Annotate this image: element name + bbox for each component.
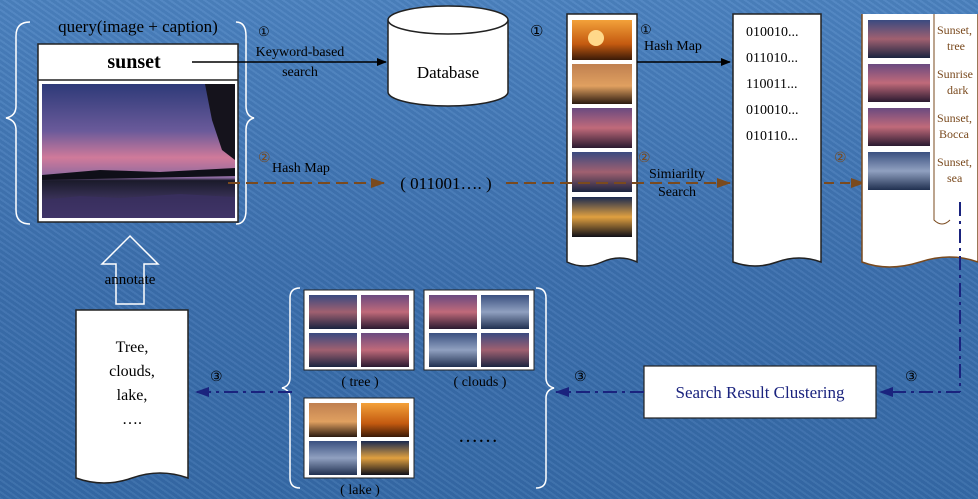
step3-marker-mid: ③	[574, 370, 587, 385]
database-cylinder: Database	[387, 5, 509, 107]
hash-code-2: 011010...	[746, 51, 798, 66]
step1-flow: Keyword-based search Database ①	[192, 5, 543, 107]
step1-hashmap-label: Hash Map	[644, 39, 702, 54]
result-thumb-3	[868, 108, 930, 146]
step3-flow: ③ Search Result Clustering ③	[555, 202, 961, 419]
cluster-clouds-label: ( clouds )	[454, 375, 507, 390]
step2-hashmap-label: Hash Map	[272, 161, 330, 176]
cluster-lake-label: ( lake )	[340, 483, 380, 498]
query-caption: sunset	[107, 51, 161, 73]
retrieved-image-strip	[566, 13, 638, 267]
step2-marker-left: ②	[258, 151, 271, 166]
similarity-label-line1: Simiarilty	[649, 167, 705, 182]
database-label: Database	[417, 63, 479, 82]
retrieved-thumb-3	[572, 108, 632, 148]
hash-code-list: 010010... 011010... 110011... 010010... …	[732, 13, 822, 267]
cluster-tree-label: ( tree )	[341, 375, 379, 390]
hash-code-1: 010010...	[746, 25, 799, 40]
retrieved-thumb-4	[572, 152, 632, 192]
result-2-line2: dark	[947, 83, 968, 97]
hashmap-step-marker: ①	[640, 22, 652, 37]
step3-marker-left: ③	[210, 370, 223, 385]
result-thumb-4	[868, 152, 930, 190]
step3-marker-right: ③	[905, 370, 918, 385]
clustering-box	[643, 365, 877, 419]
more-clusters-ellipsis: ……	[458, 425, 498, 447]
cluster-lake: ( lake )	[303, 397, 415, 498]
cluster-groups: ( tree ) ( clouds ) ( lake ) ……	[281, 287, 555, 498]
clustering-label: Search Result Clustering	[675, 383, 845, 402]
annotation-word-4: ….	[122, 411, 142, 428]
annotation-word-3: lake,	[117, 387, 148, 404]
keyword-label-line1: Keyword-based	[256, 45, 345, 60]
similarity-label-line2: Search	[658, 185, 696, 200]
retrieved-thumb-2	[572, 64, 632, 104]
step2-flow: ② Hash Map ( 011001…. ) ② Simiarilty Sea…	[228, 151, 865, 200]
query-hash-code: ( 011001…. )	[400, 174, 491, 193]
result-thumb-2	[868, 64, 930, 102]
clusters-right-brace	[535, 287, 555, 489]
annotate-label: annotate	[105, 272, 156, 288]
query-step-marker: ①	[258, 24, 270, 39]
query-header: query(image + caption)	[58, 17, 218, 36]
db-step-marker: ①	[530, 24, 543, 40]
step2-marker-mid: ②	[638, 151, 651, 166]
result-1-line1: Sunset,	[937, 23, 972, 37]
query-left-brace	[5, 21, 31, 225]
result-2-line1: Sunrise	[937, 67, 973, 81]
query-block: query(image + caption) ① sunset	[5, 17, 270, 225]
results-list: Sunset, tree Sunrise dark Sunset, Bocca …	[861, 14, 978, 268]
hash-code-5: 010110...	[746, 129, 798, 144]
result-3-line2: Bocca	[939, 127, 970, 141]
result-4-line2: sea	[947, 171, 963, 185]
cluster-clouds: ( clouds )	[423, 289, 535, 390]
hash-code-4: 010010...	[746, 103, 799, 118]
hash-code-3: 110011...	[746, 77, 797, 92]
annotation-word-1: Tree,	[116, 339, 149, 356]
keyword-label-line2: search	[282, 65, 318, 80]
step2-marker-right: ②	[834, 151, 847, 166]
annotation-word-2: clouds,	[109, 363, 155, 380]
result-thumb-1	[868, 20, 930, 58]
cluster-tree: ( tree )	[303, 289, 415, 390]
result-1-line2: tree	[947, 39, 965, 53]
annotate-up-arrow: annotate	[100, 234, 160, 305]
retrieved-thumb-5	[572, 197, 632, 237]
query-right-brace	[235, 21, 255, 225]
annotation-document: Tree, clouds, lake, ….	[75, 309, 189, 484]
result-3-line1: Sunset,	[937, 111, 972, 125]
result-4-line1: Sunset,	[937, 155, 972, 169]
clusters-left-brace	[281, 287, 301, 489]
